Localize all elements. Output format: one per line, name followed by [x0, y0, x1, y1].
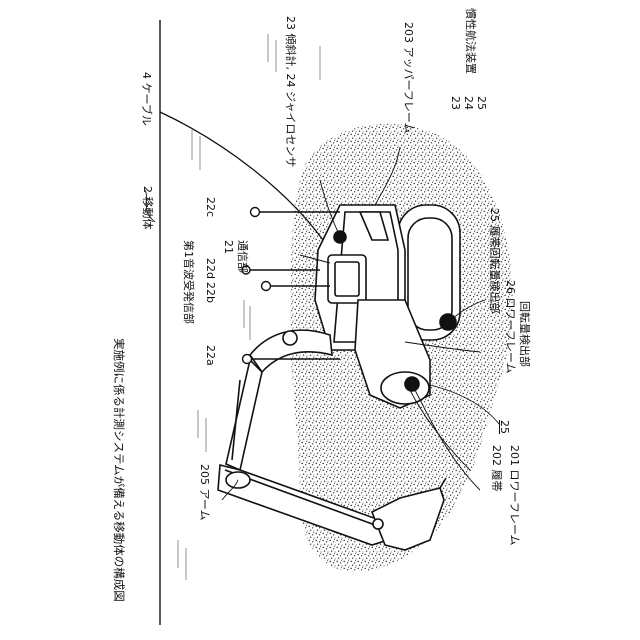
label-cable: 4 ケーブル: [141, 72, 152, 126]
label-comm-unit: 通信部: [237, 240, 248, 273]
label-track-rotation-detector: 25 履帯回転量検出部: [489, 208, 500, 314]
label-comm-unit-ref: 21: [223, 240, 234, 254]
label-ref-22d: 22d: [205, 258, 216, 279]
label-arm: 205 アーム: [199, 464, 210, 521]
figure-caption-text: 実施例に係る計測システムが備える移動体の構成図: [113, 338, 125, 602]
label-inertial-navigation: 慣性航法装置: [465, 8, 476, 74]
label-sonar-unit: 第1音波受発信部: [183, 240, 194, 324]
label-track: 202 履帯: [491, 445, 502, 492]
label-lower-frame: 201 ロワーフレーム: [509, 445, 520, 546]
label-upper-frame: 203 アッパーフレーム: [403, 22, 414, 134]
label-ref-24: 24: [463, 96, 474, 110]
label-inclinometer-gyro: 23 傾斜計, 24 ジャイロセンサ: [285, 16, 296, 167]
label-ref-25: 25: [476, 96, 487, 110]
label-ref-23: 23: [450, 96, 461, 110]
label-ref-22a: 22a: [205, 345, 216, 366]
label-mobile-body: 2 移動体: [142, 186, 153, 230]
label-lower-frame-rotation: 26 ロワーフレーム: [505, 280, 516, 374]
label-ref-25-underlined: 25: [499, 420, 510, 434]
label-lower-frame-rotation-2: 回転量検出部: [519, 301, 530, 367]
label-ref-22c: 22c: [205, 197, 216, 217]
label-ref-22b: 22b: [205, 282, 216, 303]
